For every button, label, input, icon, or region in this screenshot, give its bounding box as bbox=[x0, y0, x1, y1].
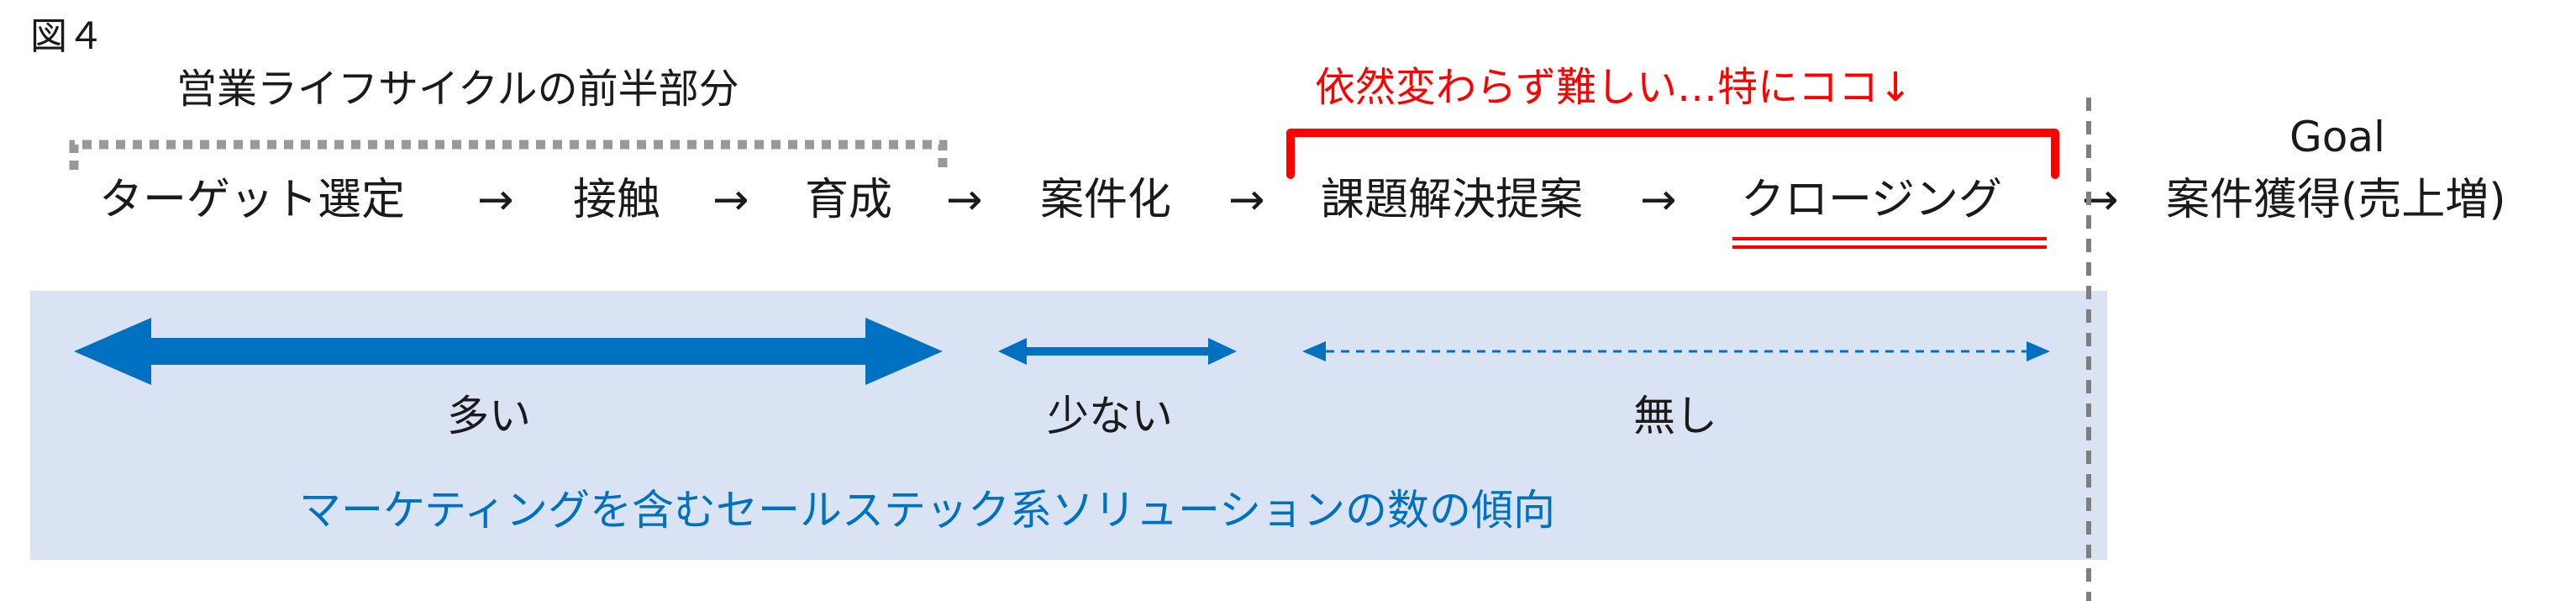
step-closing: クロージング bbox=[1741, 175, 2002, 225]
step-nurture: 育成 bbox=[805, 175, 893, 225]
step-deal-won: 案件獲得(売上増) bbox=[2166, 175, 2506, 225]
step-solution-proposal: 課題解決提案 bbox=[1321, 175, 1584, 225]
arrow-few bbox=[998, 338, 1237, 365]
step-arrow: → bbox=[1640, 175, 1677, 225]
solution-trend-panel bbox=[30, 291, 2107, 560]
step-arrow: → bbox=[477, 175, 514, 225]
step-target-selection: ターゲット選定 bbox=[99, 175, 406, 225]
difficulty-bracket bbox=[1286, 129, 2059, 179]
arrow-none bbox=[1302, 341, 2050, 361]
first-half-bracket bbox=[69, 140, 948, 170]
count-none: 無し bbox=[1633, 392, 1717, 440]
count-few: 少ない bbox=[1047, 392, 1173, 440]
trend-caption: マーケティングを含むセールステック系ソリューションの数の傾向 bbox=[299, 486, 1555, 535]
goal-label: Goal bbox=[2289, 113, 2385, 161]
step-arrow: → bbox=[712, 175, 749, 225]
step-contact: 接触 bbox=[573, 175, 661, 225]
step-opportunity: 案件化 bbox=[1040, 175, 1172, 225]
first-half-label: 営業ライフサイクルの前半部分 bbox=[176, 66, 739, 113]
arrow-many bbox=[74, 318, 943, 385]
step-arrow: → bbox=[946, 175, 983, 225]
step-arrow: → bbox=[1228, 175, 1265, 225]
count-many: 多い bbox=[447, 392, 531, 440]
difficulty-label: 依然変わらず難しい…特にココ↓ bbox=[1315, 64, 1913, 111]
figure-label: 図４ bbox=[30, 15, 104, 58]
